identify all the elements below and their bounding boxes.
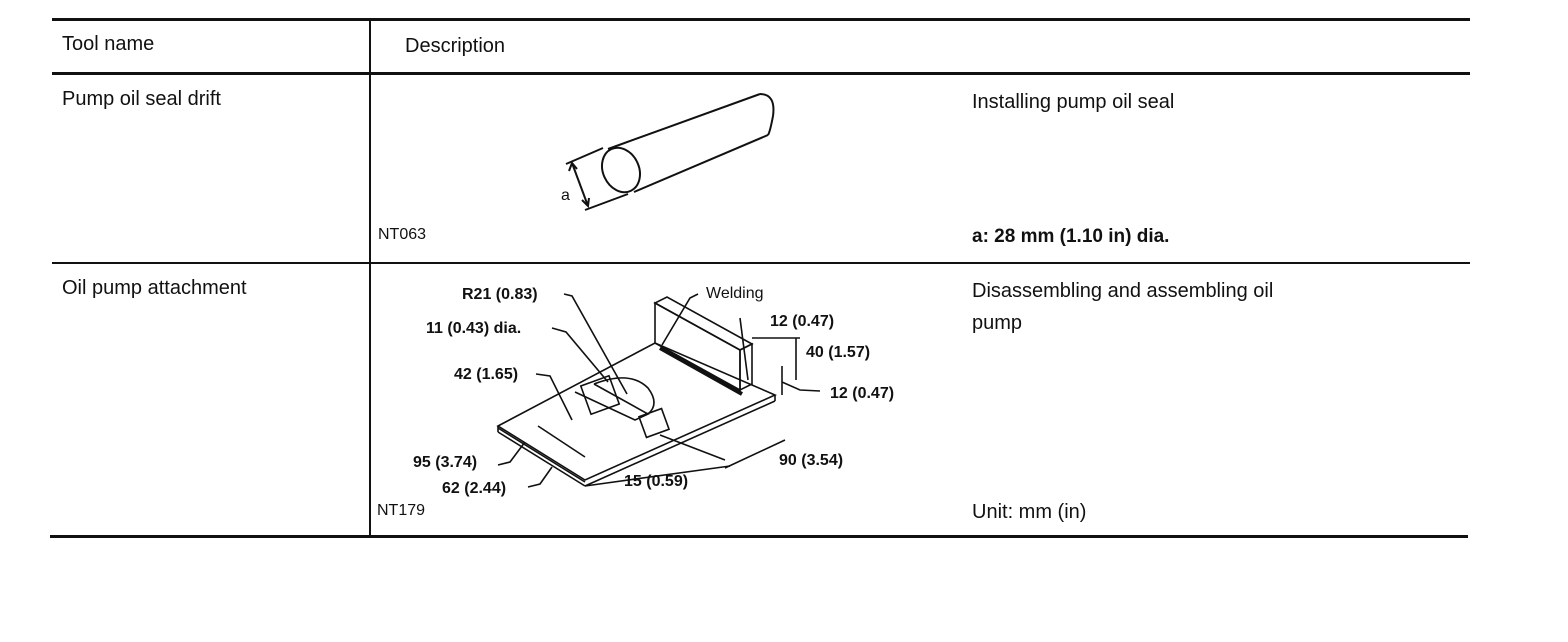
pin-block-right [637, 407, 671, 439]
label-12-top: 12 (0.47) [770, 313, 834, 330]
pump-oil-seal-drift-drawing: a [561, 93, 775, 211]
dim-95 [497, 427, 586, 483]
upright-block-top [653, 296, 754, 351]
leader-12-right [781, 381, 821, 392]
base-thickness-front [497, 431, 586, 487]
dimension-a-ext-bottom [584, 193, 629, 211]
drift-back-end [759, 93, 775, 136]
slot-outline [574, 383, 650, 421]
dim-90 [584, 465, 731, 487]
tool-name-pump-oil-seal-drift: Pump oil seal drift [62, 88, 221, 110]
upright-block-front [654, 301, 741, 392]
label-42: 42 (1.65) [454, 366, 518, 383]
drift-top-edge [607, 93, 761, 150]
header-rule [52, 72, 1470, 75]
spec-unit: Unit: mm (in) [972, 501, 1087, 523]
label-95: 95 (3.74) [413, 454, 477, 471]
dim-62 [537, 425, 586, 458]
tool-name-oil-pump-attachment: Oil pump attachment [62, 277, 247, 299]
dimension-a-arrow-bottom [581, 197, 590, 209]
leader-42 [535, 373, 573, 421]
attachment-base-plate [496, 342, 777, 481]
upright-block-side [739, 342, 753, 392]
dimension-a-ext-top [565, 147, 604, 165]
leader-welding [661, 293, 699, 346]
leader-95 [497, 441, 526, 466]
label-40: 40 (1.57) [806, 344, 870, 361]
figure-code-nt063: NT063 [378, 226, 427, 243]
label-62: 62 (2.44) [442, 480, 506, 497]
column-divider [369, 20, 371, 536]
purpose-installing-seal: Installing pump oil seal [972, 91, 1175, 113]
header-tool-name: Tool name [62, 33, 155, 55]
label-90: 90 (3.54) [779, 452, 843, 469]
figure-code-nt179: NT179 [377, 502, 426, 519]
bottom-rule [50, 535, 1468, 538]
leader-dia11 [551, 327, 609, 383]
label-welding: Welding [706, 285, 764, 302]
dim-12-top [739, 317, 749, 381]
dimension-a-label: a [561, 187, 570, 204]
dim-90-main [724, 439, 786, 469]
label-dia11: 11 (0.43) dia. [426, 320, 521, 337]
purpose-disassembling-line2: pump [972, 312, 1023, 334]
leader-r21 [563, 293, 628, 395]
label-15: 15 (0.59) [624, 473, 688, 490]
oil-pump-attachment-drawing: R21 (0.83) Welding 11 (0.43) dia. 12 (0.… [413, 285, 894, 497]
slot-round-end [593, 377, 655, 415]
dim-15 [659, 434, 726, 461]
row-divider [52, 262, 1470, 264]
purpose-disassembling-line1: Disassembling and assembling oil [972, 280, 1274, 302]
dimension-a-arrow-top [568, 161, 578, 172]
weld-bead [659, 346, 743, 396]
drift-bottom-edge [633, 134, 769, 193]
header-description: Description [405, 35, 506, 57]
drift-front-end [601, 146, 641, 194]
leader-62 [527, 466, 553, 488]
pin-block-left [579, 374, 621, 416]
label-r21: R21 (0.83) [462, 286, 538, 303]
spec-diameter: a: 28 mm (1.10 in) dia. [972, 226, 1170, 247]
label-12-right: 12 (0.47) [830, 385, 894, 402]
top-rule [52, 18, 1470, 21]
dimension-a-line [571, 162, 589, 207]
